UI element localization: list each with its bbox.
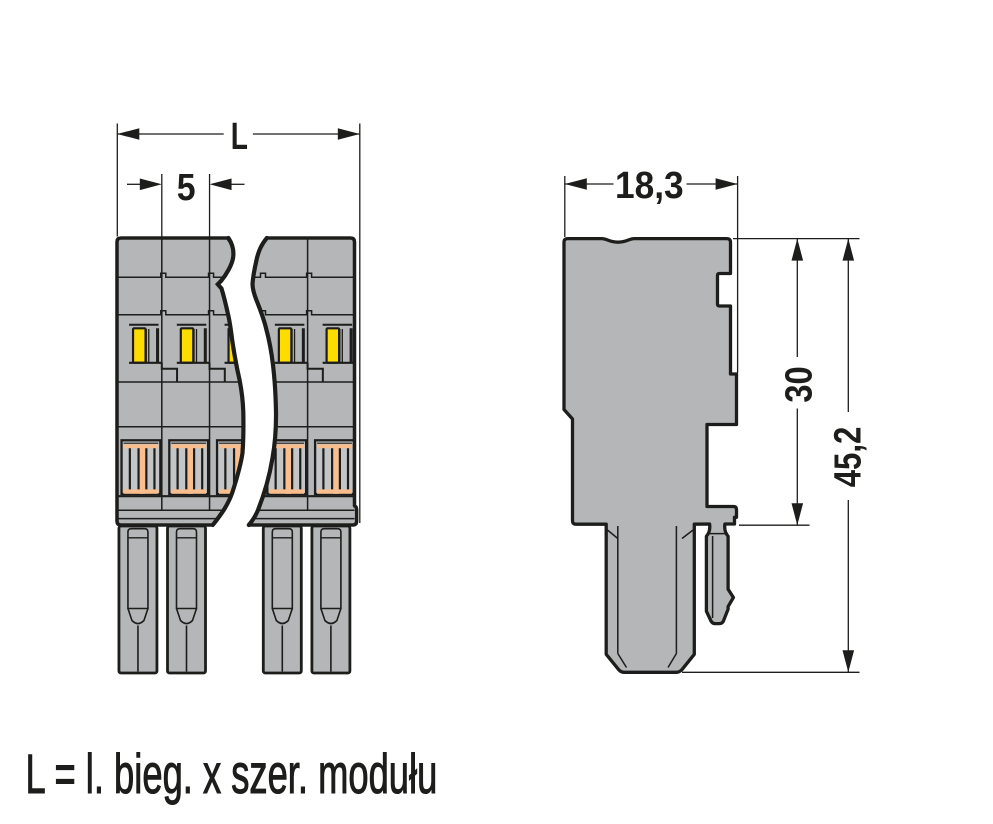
svg-text:L: L [231,116,248,158]
svg-text:L = l. bieg. x szer. modułu: L = l. bieg. x szer. modułu [26,743,438,805]
svg-text:18,3: 18,3 [615,164,684,206]
svg-text:45,2: 45,2 [828,427,870,488]
svg-text:30: 30 [777,366,820,402]
svg-text:5: 5 [177,165,196,208]
